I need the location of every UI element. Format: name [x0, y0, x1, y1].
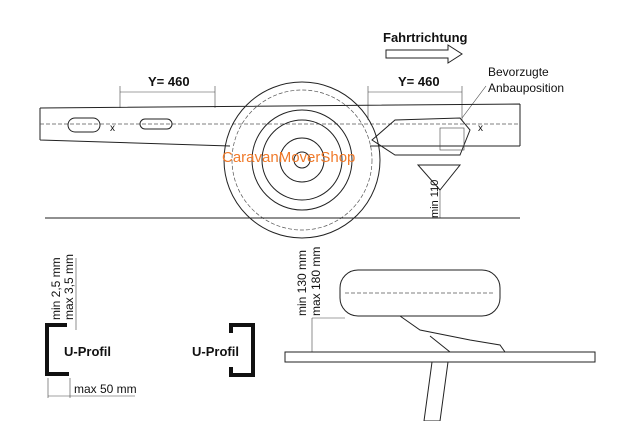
side-wheel: [339, 269, 501, 317]
preferred-position-line2: Anbauposition: [488, 81, 564, 95]
mover-arm: [399, 315, 506, 353]
drawbar: [423, 361, 449, 421]
u-profile-left: [45, 323, 69, 376]
u-profile-left-label: U-Profil: [64, 344, 111, 359]
max-height: max 50 mm: [74, 382, 137, 396]
thickness-max: max 3,5 mm: [62, 254, 76, 320]
dimension-right: Y= 460: [398, 74, 440, 89]
chassis-beam: [39, 103, 521, 147]
direction-label: Fahrtrichtung: [383, 30, 468, 45]
wheel-clearance-min: min 130 mm: [295, 250, 309, 316]
preferred-position-line1: Bevorzugte: [488, 65, 549, 79]
u-profile-right-label: U-Profil: [192, 344, 239, 359]
thickness-min: min 2,5 mm: [49, 257, 63, 320]
watermark: CaravanMoverShop: [222, 149, 355, 166]
marker-x-right: x: [478, 123, 483, 134]
mover-unit: [371, 117, 471, 191]
side-beam: [284, 351, 596, 363]
wheel: [223, 81, 381, 239]
u-profile-right: [229, 323, 255, 377]
marker-x-left: x: [110, 123, 115, 134]
dimension-left: Y= 460: [148, 74, 190, 89]
direction-arrow-icon: [385, 44, 463, 64]
wheel-clearance-max: max 180 mm: [309, 247, 323, 316]
min-ground-clearance: min 110: [429, 180, 441, 218]
